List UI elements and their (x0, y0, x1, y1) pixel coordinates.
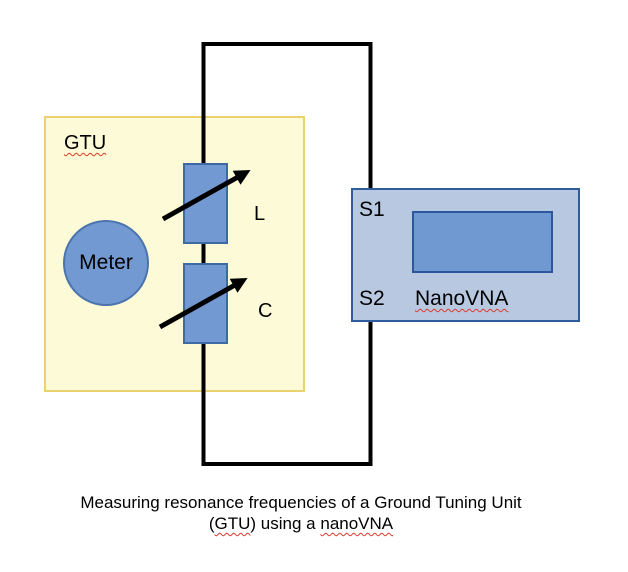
port-s1-label: S1 (359, 198, 385, 221)
meter-label: Meter (79, 251, 133, 274)
caption: Measuring resonance frequencies of a Gro… (0, 492, 602, 534)
nanovna-label: NanoVNA (415, 287, 509, 310)
capacitor-label: C (258, 300, 273, 322)
caption-line1: Measuring resonance frequencies of a Gro… (80, 493, 522, 512)
inductor-rect (183, 163, 228, 244)
port-s2-label: S2 (359, 287, 385, 310)
nanovna-box: S1 S2 NanoVNA (351, 188, 580, 322)
caption-line2: (GTU) using a nanoVNA (0, 513, 602, 534)
gtu-box-label: GTU (64, 132, 107, 154)
caption-middle-text: ) using a (250, 514, 321, 533)
caption-nanovna-word: nanoVNA (320, 514, 394, 533)
caption-gtu-word: GTU (214, 514, 251, 533)
meter-circle: Meter (63, 220, 149, 306)
caption-open-paren: ( (208, 514, 215, 533)
capacitor-rect (183, 263, 228, 344)
inductor-label: L (254, 203, 266, 225)
nanovna-screen (412, 211, 553, 273)
